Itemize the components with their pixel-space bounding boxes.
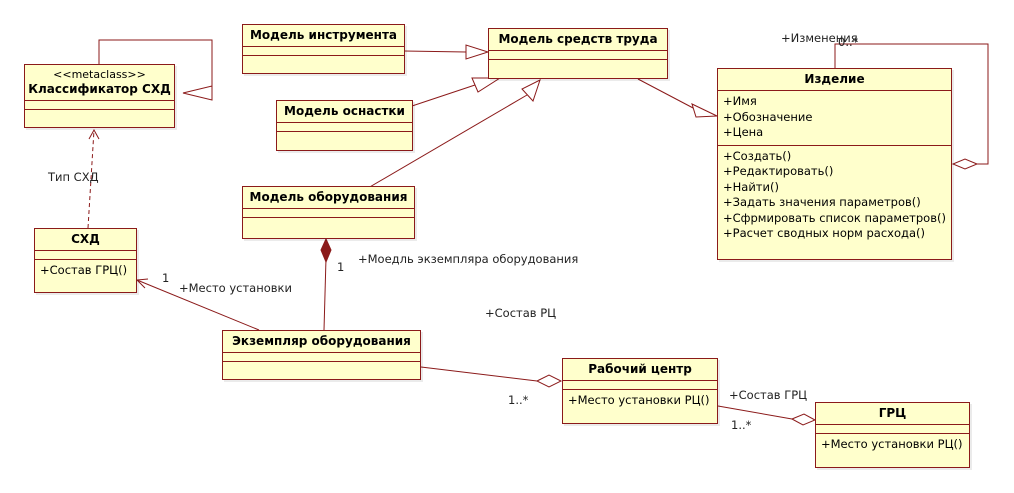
fixture-labor-triangle [471, 77, 502, 93]
grc-aggregation-diamond [790, 413, 817, 426]
class-title: Изделие [718, 69, 951, 91]
class-name: <<metaclass>> Классификатор СХД [25, 65, 174, 101]
equipment-model-role-label: +Моедль экземпляра оборудования [358, 252, 579, 266]
tool-to-labor-generalization [403, 50, 467, 53]
attributes-section [35, 251, 136, 260]
class-labor-model[interactable]: Модель средств труда [488, 28, 668, 79]
operations-section [489, 60, 667, 69]
class-title: Классификатор СХД [28, 82, 171, 96]
class-title: Модель оборудования [243, 187, 414, 209]
operation-calc-norms: +Расчет сводных норм расхода() [723, 226, 925, 240]
classifier-self-association [98, 39, 213, 93]
attributes-section [816, 425, 969, 434]
class-title: Модель оснастки [277, 101, 412, 123]
shd-multiplicity: 1 [162, 271, 170, 285]
class-product[interactable]: Изделие +Имя +Обозначение +Цена +Создать… [717, 68, 952, 260]
operations-section: +Состав ГРЦ() [35, 260, 136, 280]
attributes-section [243, 209, 414, 218]
classifier-self-triangle [182, 85, 213, 101]
instance-shd-association [136, 279, 260, 331]
workcenter-multiplicity: 1..* [731, 418, 752, 432]
workcenter-grc-aggregation [717, 405, 793, 420]
labor-to-product-generalization [637, 78, 696, 110]
attribute-designation: +Обозначение [723, 109, 813, 124]
equipment-instance-composition [323, 257, 327, 331]
equipment-multiplicity: 1 [337, 260, 345, 274]
operation-create: +Создать() [723, 148, 792, 163]
attribute-price: +Цена [723, 125, 764, 139]
operation-set-params: +Задать значения параметров() [723, 195, 921, 209]
class-equipment-instance[interactable]: Экземпляр оборудования [222, 330, 421, 380]
class-stereotype: <<metaclass>> [53, 68, 146, 81]
attributes-section [25, 101, 174, 110]
attributes-section: +Имя +Обозначение +Цена [718, 91, 951, 146]
grc-composition-label: +Состав ГРЦ [729, 388, 808, 402]
class-title: Экземпляр оборудования [223, 331, 420, 353]
equipment-composition-diamond [320, 237, 332, 264]
dependency-arrowhead [88, 128, 100, 140]
association-arrowhead [135, 278, 149, 289]
operation-location: +Место установки РЦ() [568, 393, 710, 407]
operations-section [243, 218, 414, 227]
operation-find: +Найти() [723, 179, 779, 194]
attribute-name: +Имя [723, 94, 757, 108]
class-title: Модель средств труда [489, 29, 667, 51]
instance-multiplicity: 1..* [508, 393, 529, 407]
changes-multiplicity: 0..* [838, 35, 859, 49]
rc-composition-label: +Состав РЦ [485, 306, 557, 320]
product-self-aggregation [834, 43, 989, 165]
operations-section [25, 110, 174, 119]
product-aggregation-diamond [951, 158, 979, 170]
changes-role-label: +Изменения [781, 31, 858, 45]
class-shd[interactable]: СХД +Состав ГРЦ() [34, 228, 137, 293]
equipment-to-labor-generalization [367, 94, 528, 189]
operations-section: +Место установки РЦ() [816, 434, 969, 454]
attributes-section [489, 51, 667, 60]
labor-product-triangle [691, 103, 718, 118]
workcenter-aggregation-diamond [535, 374, 563, 388]
operations-section [243, 56, 404, 65]
attributes-section [223, 353, 420, 362]
operation-location: +Место установки РЦ() [821, 437, 963, 451]
operation-edit: +Редактировать() [723, 164, 834, 178]
class-tool-model[interactable]: Модель инструмента [242, 24, 405, 74]
class-classifier[interactable]: <<metaclass>> Классификатор СХД [24, 64, 175, 128]
instance-workcenter-aggregation [420, 366, 538, 382]
location-role-label: +Место установки [179, 281, 292, 295]
shd-classifier-dependency [87, 129, 95, 229]
class-equipment-model[interactable]: Модель оборудования [242, 186, 415, 239]
attributes-section [277, 123, 412, 132]
operations-section [277, 132, 412, 141]
class-title: Модель инструмента [243, 25, 404, 47]
equipment-labor-triangle [521, 79, 541, 102]
tool-labor-triangle [465, 44, 490, 60]
fixture-to-labor-generalization [411, 84, 476, 107]
shd-type-label: Тип СХД [48, 170, 99, 184]
class-grc[interactable]: ГРЦ +Место установки РЦ() [815, 402, 970, 468]
class-work-center[interactable]: Рабочий центр +Место установки РЦ() [562, 358, 718, 424]
operations-section: +Создать() +Редактировать() +Найти() +За… [718, 146, 951, 243]
operations-section [223, 362, 420, 371]
operations-section: +Место установки РЦ() [563, 390, 717, 410]
class-title: СХД [35, 229, 136, 251]
attributes-section [563, 381, 717, 390]
operation-grc-composition: +Состав ГРЦ() [40, 263, 128, 277]
class-fixture-model[interactable]: Модель оснастки [276, 100, 413, 151]
class-title: Рабочий центр [563, 359, 717, 381]
attributes-section [243, 47, 404, 56]
class-title: ГРЦ [816, 403, 969, 425]
operation-form-params: +Сфрмировать список параметров() [723, 210, 946, 225]
